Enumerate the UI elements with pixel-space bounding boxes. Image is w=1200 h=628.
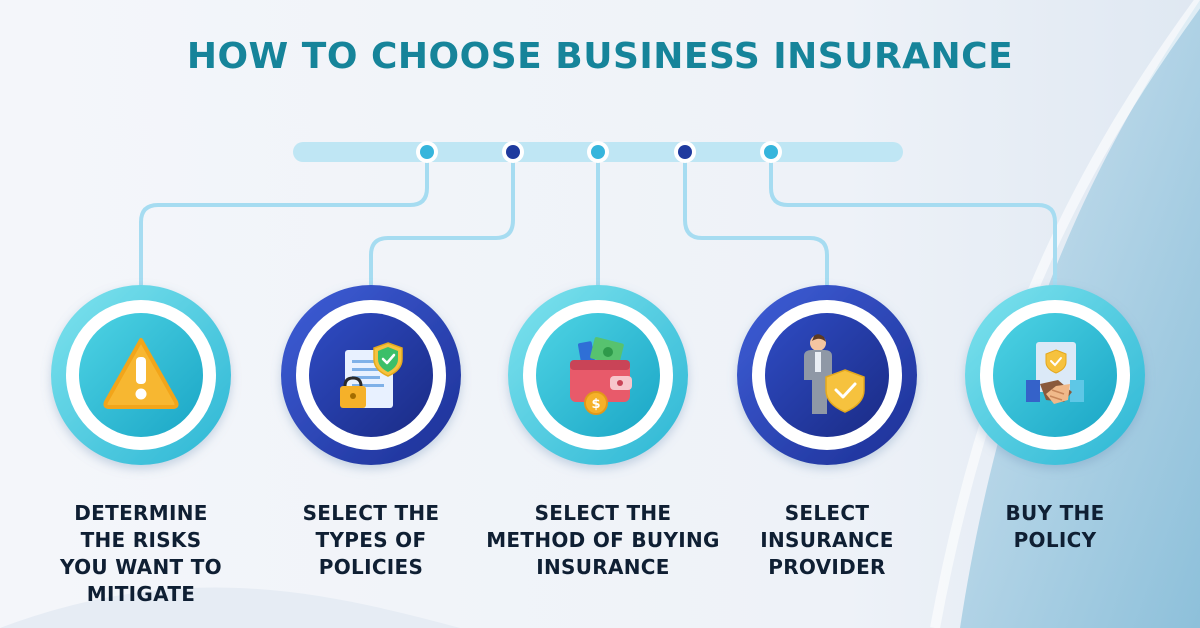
timeline-dots	[416, 141, 782, 163]
step-3-label: SELECT THE METHOD OF BUYING INSURANCE	[486, 501, 720, 579]
svg-text:$: $	[591, 397, 600, 412]
connector-2	[369, 153, 515, 295]
connectors	[139, 153, 1057, 295]
step-2-label: SELECT THE TYPES OF POLICIES	[302, 501, 440, 579]
warning-icon	[103, 338, 179, 409]
step-4-circle	[737, 285, 917, 465]
policy-document-lock-icon	[340, 342, 403, 408]
step-2-circle	[281, 285, 461, 465]
step-1-circle	[51, 285, 231, 465]
wallet-money-icon: $	[570, 337, 632, 415]
handshake-icon	[1026, 342, 1084, 404]
step-5-label: BUY THE POLICY	[1005, 501, 1105, 552]
agent-shield-icon	[804, 334, 865, 414]
connector-5	[769, 153, 1057, 295]
step-3-circle: $	[508, 285, 688, 465]
connector-1	[139, 153, 429, 295]
connector-4	[683, 153, 829, 295]
page-title: HOW TO CHOOSE BUSINESS INSURANCE	[186, 36, 1014, 77]
step-5-circle	[965, 285, 1145, 465]
step-1-label: DETERMINE THE RISKS YOU WANT TO MITIGATE	[60, 501, 222, 606]
step-4-label: SELECT INSURANCE PROVIDER	[760, 501, 894, 579]
